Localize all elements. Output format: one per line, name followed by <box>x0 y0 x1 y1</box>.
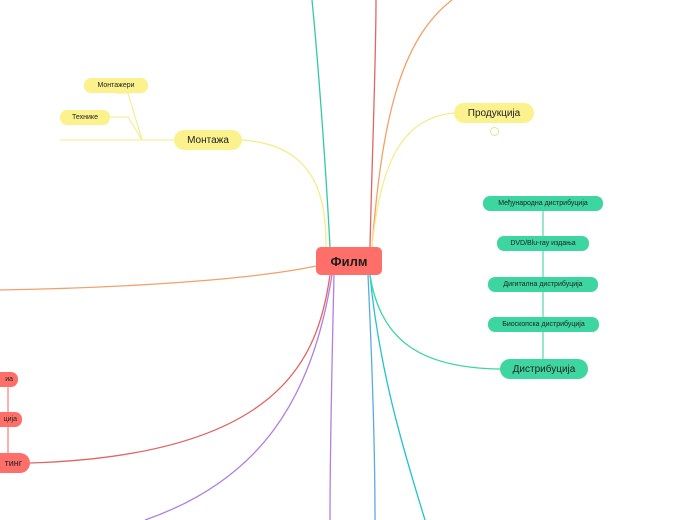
subtopic-dvd-bluray[interactable]: DVD/Blu-ray издања <box>497 236 589 251</box>
subtopic-medjunarodna-distribucija[interactable]: Међународна дистрибуција <box>483 196 603 211</box>
connector-top-orange <box>371 0 453 248</box>
subtopic-bioskopska-distribucija[interactable]: Биоскопска дистрибуција <box>488 317 599 332</box>
connector-purple-down <box>329 274 335 520</box>
connector-left-orange <box>0 265 317 291</box>
connector-top-teal <box>311 0 331 248</box>
topic-kasting[interactable]: тинг <box>0 453 30 473</box>
connector-purple-bottom <box>144 274 333 520</box>
connector-produkcija <box>371 112 455 248</box>
connector-cyan-down <box>369 274 426 520</box>
subtopic-montazheri[interactable]: Монтажери <box>84 78 148 93</box>
connector-kasting <box>29 274 331 464</box>
connector-top-red <box>369 0 377 248</box>
connector-tehnike <box>110 116 143 141</box>
subtopic-digitalna-distribucija[interactable]: Дигитална дистрибуција <box>488 277 598 292</box>
topic-distribucija[interactable]: Дистрибуција <box>500 359 588 379</box>
connector-montazheri <box>116 92 174 141</box>
topic-produkcija[interactable]: Продукција <box>454 103 534 123</box>
connector-montazha <box>241 139 327 248</box>
subtopic-kasting-2[interactable]: ција <box>0 412 22 427</box>
subtopic-tehnike[interactable]: Технике <box>60 110 110 125</box>
collapse-toggle-icon[interactable] <box>490 127 499 136</box>
connector-blue-down <box>367 274 376 520</box>
topic-montazha[interactable]: Монтажа <box>174 130 242 150</box>
connector-distribucija <box>369 274 501 370</box>
central-topic[interactable]: Филм <box>316 247 382 275</box>
subtopic-kasting-1[interactable]: иа <box>0 372 18 387</box>
